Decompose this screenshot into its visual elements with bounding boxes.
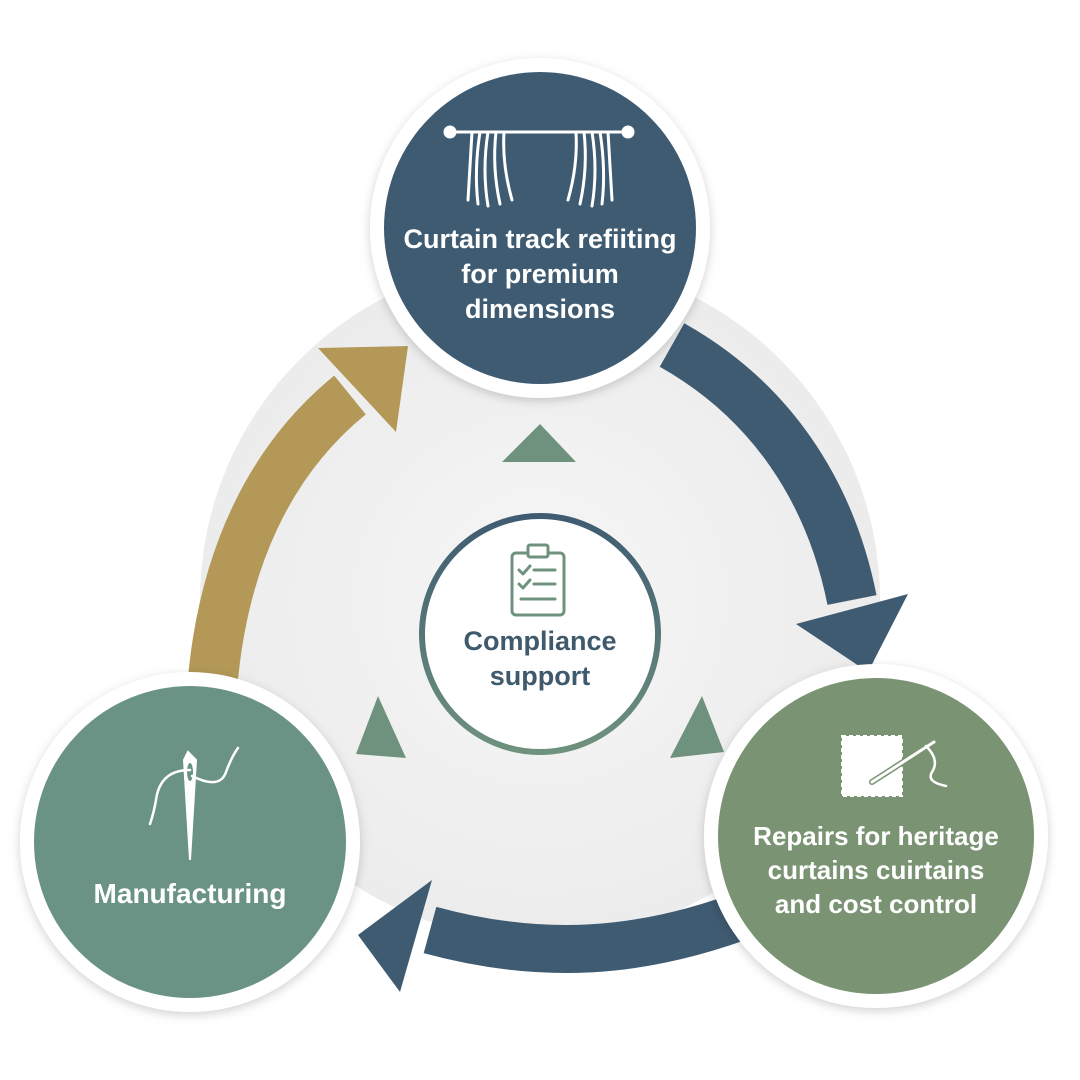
needle-thread-icon [148, 746, 240, 861]
node-label-manufacturing: Manufacturing [93, 878, 287, 909]
arrow-manufacturing-to-track [187, 346, 408, 692]
needle-patch-icon [841, 735, 948, 797]
node-curtain-track [370, 58, 710, 398]
node-label-repairs: Repairs for heritage curtains cuirtains … [753, 821, 999, 919]
center-label-compliance: Compliance support [463, 626, 617, 692]
node-repairs [704, 664, 1048, 1008]
node-label-curtain-track: Curtain track refiiting for premium dime… [403, 224, 677, 325]
triangle-top [502, 424, 576, 462]
node-manufacturing [20, 672, 360, 1012]
triangle-left [356, 696, 406, 758]
curtain-rod-icon [443, 125, 635, 208]
center-node [419, 513, 661, 755]
triangle-right [670, 696, 724, 758]
clipboard-checklist-icon [510, 543, 566, 617]
arrow-repairs-to-manufacturing [358, 880, 761, 992]
arrow-track-to-repairs [659, 323, 908, 672]
